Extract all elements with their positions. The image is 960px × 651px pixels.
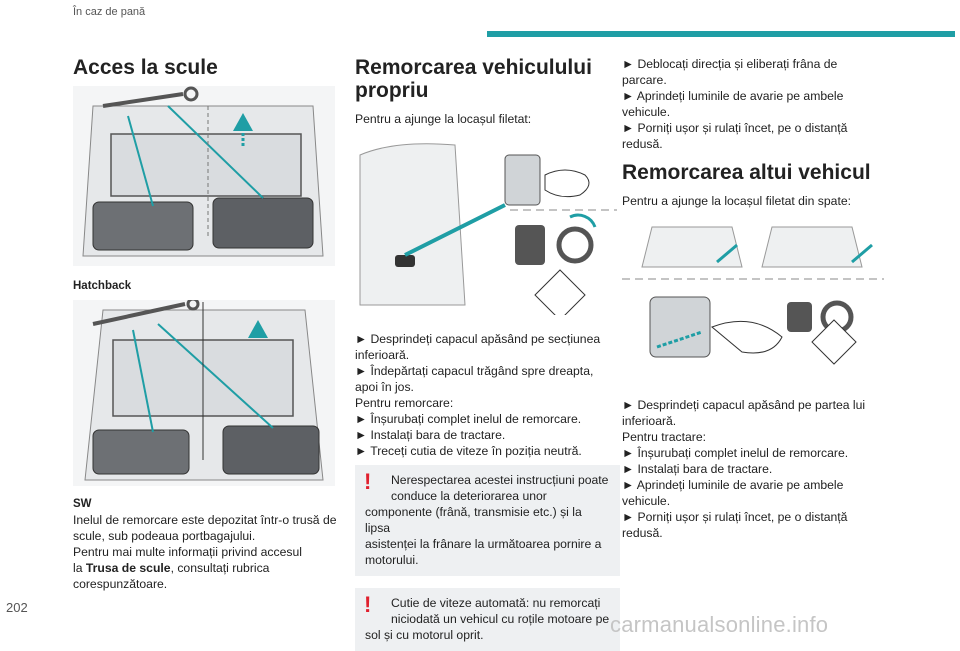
site-watermark: carmanualsonline.info [610, 612, 829, 637]
step-line-2: inferioară. [355, 348, 410, 362]
body-line-end: corespunzătoare. [73, 577, 168, 591]
step-line-4: apoi în jos. [355, 380, 414, 394]
top-step-2: parcare. [622, 73, 667, 87]
bottom-step-4: ► Înșurubați complet inelul de remorcare… [622, 446, 849, 460]
warning-box-damage: ! Nerespectarea acestei instrucțiuni poa… [355, 465, 620, 576]
towing-other-intro: Pentru a ajunge la locașul filetat din s… [622, 194, 852, 208]
bottom-step-5: ► Instalați bara de tractare. [622, 462, 773, 476]
bottom-step-6: ► Aprindeți luminile de avarie pe ambele [622, 478, 844, 492]
title-line-2: propriu [355, 79, 429, 102]
caption-sw: SW [73, 498, 92, 510]
title-tool-access: Acces la scule [73, 56, 218, 79]
caption-hatchback: Hatchback [73, 280, 132, 292]
section-header: În caz de pană [73, 6, 146, 18]
top-step-1: ► Deblocați direcția și eliberați frâna … [622, 57, 838, 71]
warning2-line-1: Cutie de viteze automată: nu remorcați [391, 596, 601, 610]
bottom-step-3: Pentru tractare: [622, 430, 706, 444]
step-line-7: ► Instalați bara de tractare. [355, 428, 506, 442]
warning-box-automatic: ! Cutie de viteze automată: nu remorcați… [355, 588, 620, 651]
column-towing-own: Remorcarea vehiculului propriu Pentru a … [355, 56, 620, 651]
bottom-step-1: ► Desprindeți capacul apăsând pe partea … [622, 398, 866, 412]
warning1-line-2: conduce la deteriorarea unor [391, 489, 547, 503]
bottom-step-2: inferioară. [622, 414, 677, 428]
rear-tow-eye-illustration [622, 217, 884, 377]
warning-exclamation-icon: ! [364, 592, 372, 617]
step-line-1: ► Desprindeți capacul apăsând pe secțiun… [355, 332, 601, 346]
warning-exclamation-icon: ! [364, 469, 372, 494]
warning1-line-3: componente (frână, transmisie etc.) și l… [365, 505, 582, 535]
hatchback-trunk-illustration [73, 86, 335, 266]
sw-trunk-illustration [73, 300, 335, 486]
top-step-4: vehicule. [622, 105, 671, 119]
step-line-5: Pentru remorcare: [355, 396, 454, 410]
bottom-step-9: redusă. [622, 526, 663, 540]
tool-kit-reference: la Trusa de scule, consultați rubrica [73, 560, 343, 576]
body-line-1: Inelul de remorcare este depozitat într-… [73, 513, 337, 527]
warning2-line-2: niciodată un vehicul cu roțile motoare p… [391, 612, 610, 626]
step-line-6: ► Înșurubați complet inelul de remorcare… [355, 412, 582, 426]
body-line-3: Pentru mai multe informații privind acce… [73, 545, 302, 559]
towing-own-intro: Pentru a ajunge la locașul filetat: [355, 112, 532, 126]
tool-kit-link[interactable]: Trusa de scule [85, 561, 171, 575]
warning2-line-3: sol și cu motorul oprit. [365, 628, 484, 642]
warning1-line-4: asistenței la frânare la următoarea porn… [365, 537, 602, 551]
page-number: 202 [6, 600, 28, 615]
step-line-3: ► Îndepărtați capacul trăgând spre dreap… [355, 364, 594, 378]
warning1-line-1: Nerespectarea acestei instrucțiuni poate [391, 473, 609, 487]
top-step-5: ► Porniți ușor și rulați încet, pe o dis… [622, 121, 848, 135]
title-line-1: Remorcarea vehiculului [355, 56, 592, 79]
ref-prefix: la [73, 561, 86, 575]
body-line-2: scule, sub podeaua portbagajului. [73, 529, 256, 543]
warning1-line-5: motorului. [365, 553, 419, 567]
bottom-step-7: vehicule. [622, 494, 671, 508]
top-step-3: ► Aprindeți luminile de avarie pe ambele [622, 89, 844, 103]
column-tool-access: Acces la scule Hatchback SW Inelul de re… [73, 56, 343, 592]
step-line-8: ► Treceți cutia de viteze în poziția neu… [355, 444, 582, 458]
top-step-6: redusă. [622, 137, 663, 151]
bottom-step-8: ► Porniți ușor și rulați încet, pe o dis… [622, 510, 848, 524]
front-tow-eye-illustration [355, 135, 617, 315]
header-accent-bar [487, 31, 955, 37]
title-towing-other: Remorcarea altui vehicul [622, 161, 871, 184]
title-towing-own: Remorcarea vehiculului propriu [355, 56, 620, 102]
ref-suffix: , consultați rubrica [170, 561, 270, 575]
column-towing-other: ► Deblocați direcția și eliberați frâna … [622, 56, 890, 541]
